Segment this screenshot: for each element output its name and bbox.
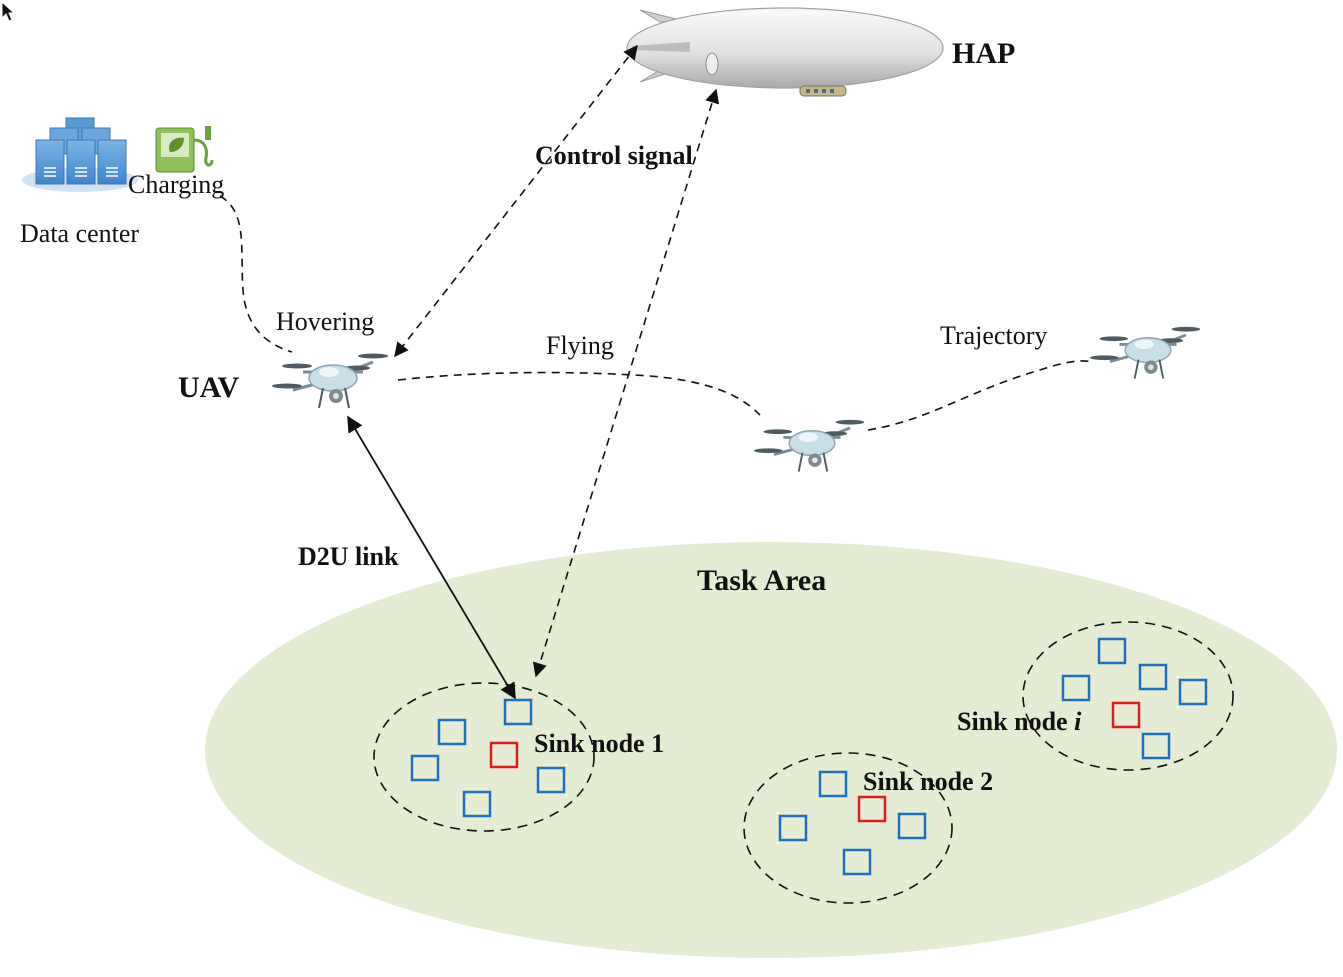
sensor-node bbox=[1178, 678, 1208, 706]
sensor-node bbox=[1061, 674, 1091, 702]
uav-label: UAV bbox=[178, 371, 239, 404]
sensor-node bbox=[778, 814, 808, 842]
cluster-boundary-2 bbox=[743, 752, 953, 904]
sink-node-i-index: i bbox=[1074, 707, 1082, 736]
sensor-node bbox=[1138, 663, 1168, 691]
sink-node-i-marker bbox=[1111, 701, 1141, 729]
sensor-nodes-cluster-i bbox=[1061, 637, 1208, 760]
sensor-node bbox=[462, 790, 492, 818]
sink-node-1-marker bbox=[489, 741, 519, 769]
uav-drone-icon bbox=[1088, 325, 1202, 381]
cursor-arrow-icon bbox=[1, 0, 16, 22]
charging-station-icon bbox=[155, 126, 214, 173]
sensor-node bbox=[503, 698, 533, 726]
sensor-nodes-cluster-1 bbox=[410, 698, 566, 818]
sensor-node bbox=[1097, 637, 1127, 665]
sensor-nodes-cluster-2 bbox=[778, 770, 927, 876]
d2u-link-label: D2U link bbox=[298, 542, 399, 571]
flying-label: Flying bbox=[546, 331, 614, 360]
cluster-boundary-i bbox=[1022, 621, 1234, 771]
cluster-boundary-1 bbox=[373, 682, 595, 832]
hovering-label: Hovering bbox=[276, 307, 374, 336]
uav-drone-icon bbox=[752, 418, 866, 474]
sensor-node bbox=[536, 766, 566, 794]
uav-drone-icon bbox=[270, 352, 390, 410]
control-signal-link-sink bbox=[532, 88, 720, 678]
sink-node-2-marker bbox=[857, 795, 887, 823]
sensor-node bbox=[818, 770, 848, 798]
sink-node-2-label: Sink node 2 bbox=[863, 767, 993, 796]
sensor-node bbox=[897, 812, 927, 840]
sensor-node bbox=[842, 848, 872, 876]
data-center-server-icon bbox=[22, 117, 138, 192]
hap-blimp-icon bbox=[626, 7, 944, 97]
d2u-link bbox=[347, 415, 516, 700]
charging-path bbox=[219, 195, 293, 353]
task-area-label: Task Area bbox=[697, 564, 826, 597]
charging-label: Charging bbox=[128, 170, 224, 199]
sink-node-1-label: Sink node 1 bbox=[534, 729, 664, 758]
uav-trajectory bbox=[397, 360, 1095, 431]
control-signal-label: Control signal bbox=[535, 141, 693, 170]
control-signal-link-uav bbox=[394, 44, 638, 358]
sink-node-i-prefix: Sink node bbox=[957, 707, 1074, 736]
sensor-node bbox=[1141, 732, 1171, 760]
hap-label: HAP bbox=[952, 37, 1015, 70]
data-center-label: Data center bbox=[20, 219, 139, 248]
sensor-node bbox=[410, 754, 440, 782]
sink-node-i-label: Sink node i bbox=[957, 707, 1082, 736]
trajectory-label: Trajectory bbox=[940, 321, 1047, 350]
sensor-node bbox=[437, 718, 467, 746]
